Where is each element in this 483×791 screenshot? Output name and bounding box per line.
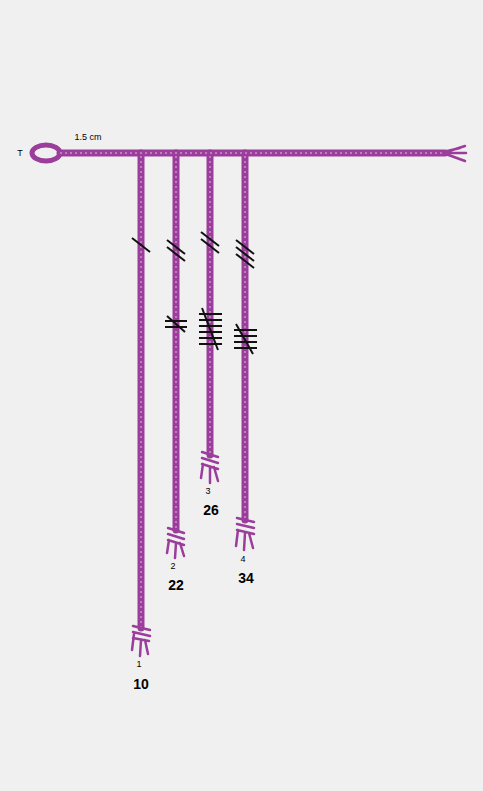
- cord-value: 34: [238, 571, 254, 585]
- dimension-label: 1.5 cm: [74, 133, 101, 142]
- cord-number: 3: [205, 487, 210, 496]
- cord-ends: [132, 146, 466, 656]
- cord-number: 2: [170, 562, 175, 571]
- cord-value: 22: [168, 578, 184, 592]
- cord-number: 1: [136, 660, 141, 669]
- cord-value: 10: [133, 677, 149, 691]
- cord-number: 4: [240, 555, 245, 564]
- knot-tallies: [132, 232, 257, 354]
- quipu-cords: [32, 145, 445, 628]
- cord-value: 26: [203, 503, 219, 517]
- loop-label: T: [17, 149, 23, 158]
- cord-texture: [60, 153, 445, 628]
